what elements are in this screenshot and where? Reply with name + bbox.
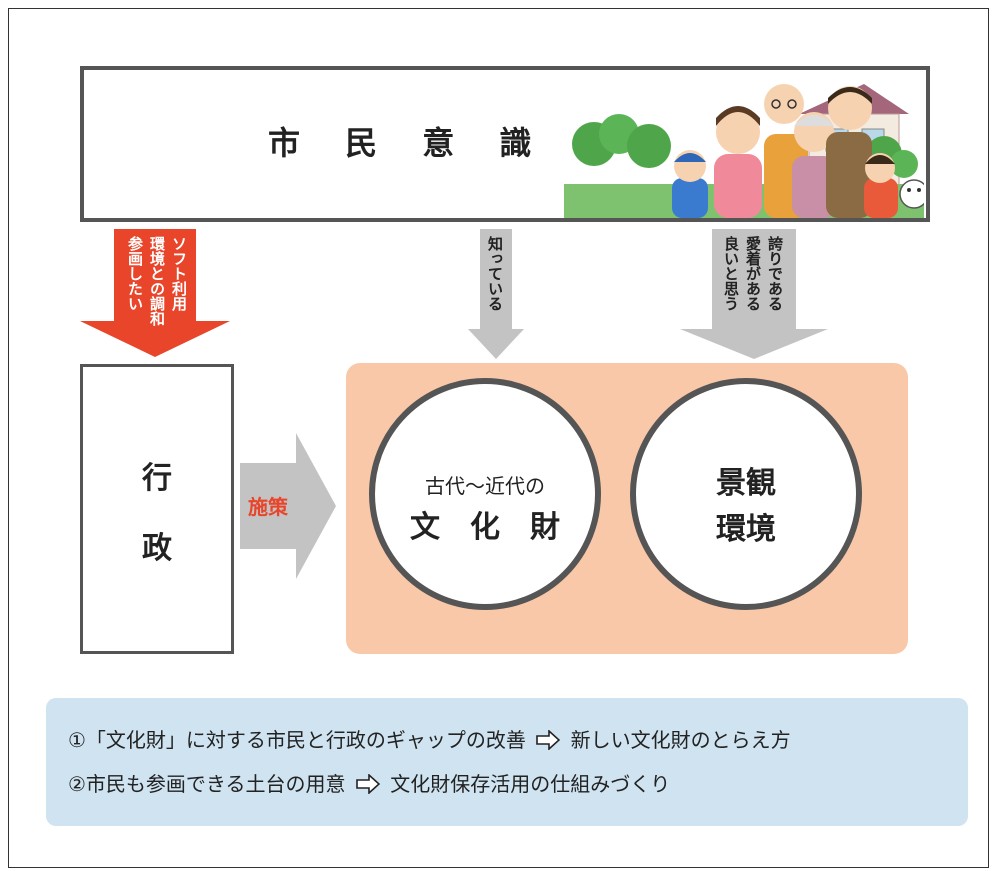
note-line2-left: ②市民も参画できる土台の用意 bbox=[68, 772, 346, 796]
notes-box: ①「文化財」に対する市民と行政のギャップの改善 新しい文化財のとらえ方 ②市民も… bbox=[46, 698, 968, 826]
note-line1-left: ①「文化財」に対する市民と行政のギャップの改善 bbox=[68, 728, 526, 752]
citizen-awareness-title: 市 民 意 識 bbox=[268, 124, 549, 162]
left-arrow-col1: ソフト利用 bbox=[170, 236, 188, 311]
red-down-arrow bbox=[80, 229, 230, 357]
note-line1-right: 新しい文化財のとらえ方 bbox=[570, 728, 791, 752]
family-illustration bbox=[564, 84, 924, 218]
administration-char1: 行 bbox=[142, 461, 172, 496]
right-arrow-col3: 良いと思う bbox=[722, 236, 740, 311]
cultural-property-bottom: 文 化 財 bbox=[410, 510, 560, 545]
left-arrow-col3: 参画したい bbox=[126, 236, 144, 311]
gray-down-arrow-middle bbox=[468, 229, 524, 359]
note-line1: ①「文化財」に対する市民と行政のギャップの改善 新しい文化財のとらえ方 bbox=[68, 724, 791, 753]
cultural-property-circle: 古代～近代の 文 化 財 bbox=[369, 378, 601, 610]
policy-label: 施策 bbox=[248, 495, 288, 519]
note-line2-right: 文化財保存活用の仕組みづくり bbox=[390, 772, 671, 796]
landscape-circle: 景観 環境 bbox=[630, 378, 862, 610]
middle-arrow-text: 知っている bbox=[486, 236, 504, 311]
administration-box: 行 政 bbox=[80, 364, 234, 654]
note-line2: ②市民も参画できる土台の用意 文化財保存活用の仕組みづくり bbox=[68, 768, 670, 797]
policy-arrow bbox=[240, 433, 336, 579]
page-frame bbox=[8, 8, 989, 868]
cultural-property-top: 古代～近代の bbox=[425, 474, 545, 498]
left-arrow-col2: 環境との調和 bbox=[148, 236, 166, 326]
hollow-arrow-icon bbox=[536, 730, 561, 750]
right-arrow-col2: 愛着がある bbox=[744, 236, 762, 311]
citizen-awareness-box: 市 民 意 識 bbox=[80, 66, 930, 222]
landscape-line2: 環境 bbox=[716, 512, 776, 547]
landscape-line1: 景観 bbox=[716, 466, 776, 501]
administration-char2: 政 bbox=[142, 531, 172, 566]
right-arrow-col1: 誇りである bbox=[766, 236, 784, 311]
gray-down-arrow-right bbox=[680, 229, 828, 359]
hollow-arrow-icon bbox=[356, 774, 380, 794]
